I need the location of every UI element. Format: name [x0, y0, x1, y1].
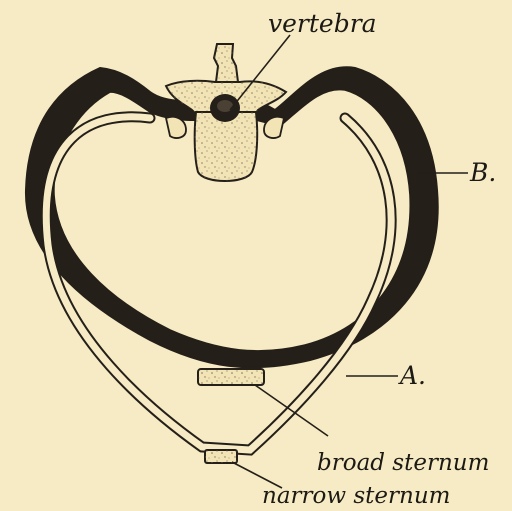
narrow-sternum [205, 450, 237, 463]
label-vertebra: vertebra [268, 9, 377, 38]
label-narrow-sternum: narrow sternum [262, 483, 450, 509]
label-broad-sternum: broad sternum [317, 450, 489, 476]
broad-sternum [198, 369, 264, 385]
label-b: B. [469, 158, 496, 187]
label-a: A. [398, 361, 426, 390]
